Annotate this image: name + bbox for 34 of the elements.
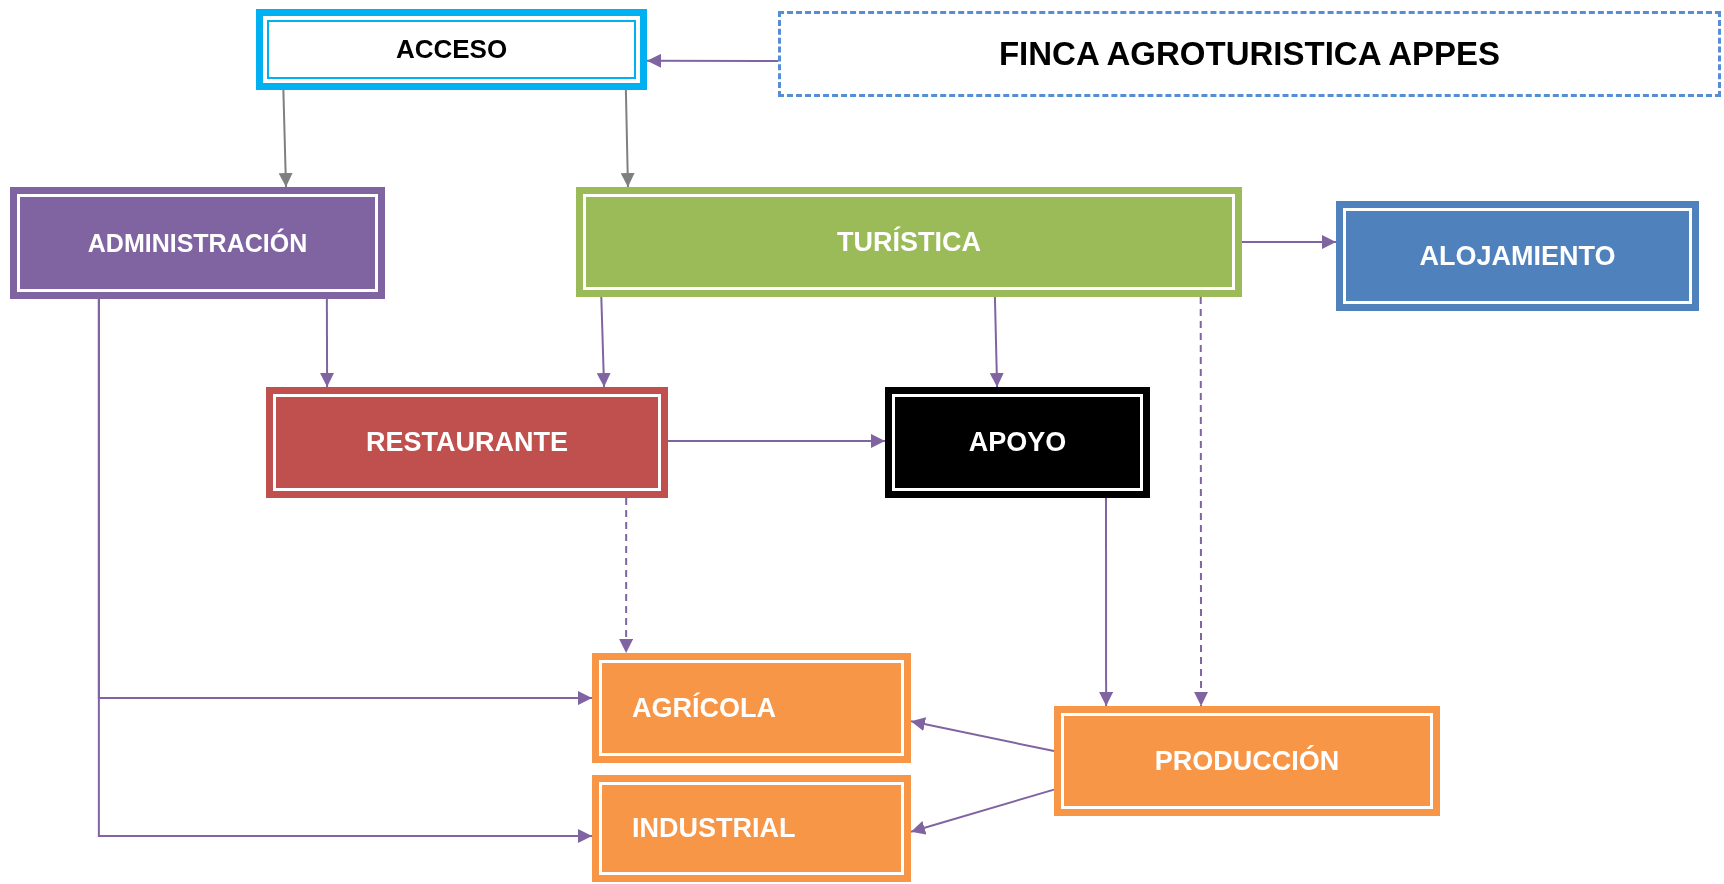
node-label: TURÍSTICA — [837, 226, 981, 258]
node-label: ALOJAMIENTO — [1419, 240, 1616, 272]
arrow — [1099, 497, 1114, 707]
node-label: PRODUCCIÓN — [1154, 745, 1340, 777]
arrow — [989, 296, 1004, 388]
arrow — [596, 296, 611, 388]
arrow — [910, 717, 1055, 753]
process-box — [266, 387, 668, 498]
node-label: FINCA AGROTURISTICA APPES — [998, 35, 1501, 73]
arrow — [646, 53, 779, 68]
arrow — [619, 497, 634, 654]
title-box — [778, 11, 1721, 97]
node-label: APOYO — [968, 427, 1067, 458]
arrow — [1194, 296, 1209, 707]
arrow — [667, 433, 886, 448]
arrow — [278, 89, 293, 188]
process-box — [592, 653, 911, 763]
process-box — [1054, 706, 1440, 816]
arrow — [620, 89, 635, 188]
node-label: ACCESO — [395, 34, 508, 65]
node-label: RESTAURANTE — [366, 427, 568, 458]
arrow — [97, 298, 593, 843]
arrow — [320, 298, 335, 388]
process-box — [885, 387, 1150, 498]
node-label: INDUSTRIAL — [632, 813, 796, 844]
arrow — [910, 788, 1055, 835]
node-label: AGRÍCOLA — [632, 692, 776, 724]
process-box — [1336, 201, 1699, 311]
process-box — [10, 187, 385, 299]
process-box — [256, 9, 647, 90]
process-box — [576, 187, 1242, 297]
arrow — [1241, 235, 1337, 250]
process-box — [592, 775, 911, 882]
node-label: ADMINISTRACIÓN — [87, 228, 308, 258]
